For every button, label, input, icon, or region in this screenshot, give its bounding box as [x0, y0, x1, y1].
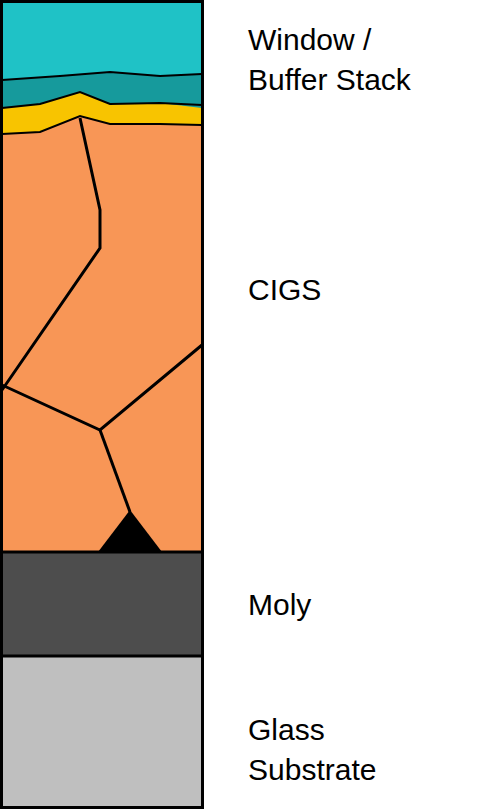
moly-layer: [2, 552, 202, 656]
grain-boundaries: [2, 118, 202, 512]
cigs-layer: [2, 100, 202, 552]
part-label: Window / Buffer Stack: [248, 20, 438, 100]
void-triangle: [98, 510, 162, 552]
window-layer: [2, 2, 202, 80]
part-label: Glass Substrate: [248, 710, 408, 790]
window-layer-dark: [2, 72, 202, 108]
layer-boundaries: [2, 72, 202, 134]
glass-layer: [2, 656, 202, 807]
part-label: CIGS: [248, 270, 448, 310]
stack-outline: [2, 2, 203, 808]
part-label: Moly: [248, 585, 448, 625]
